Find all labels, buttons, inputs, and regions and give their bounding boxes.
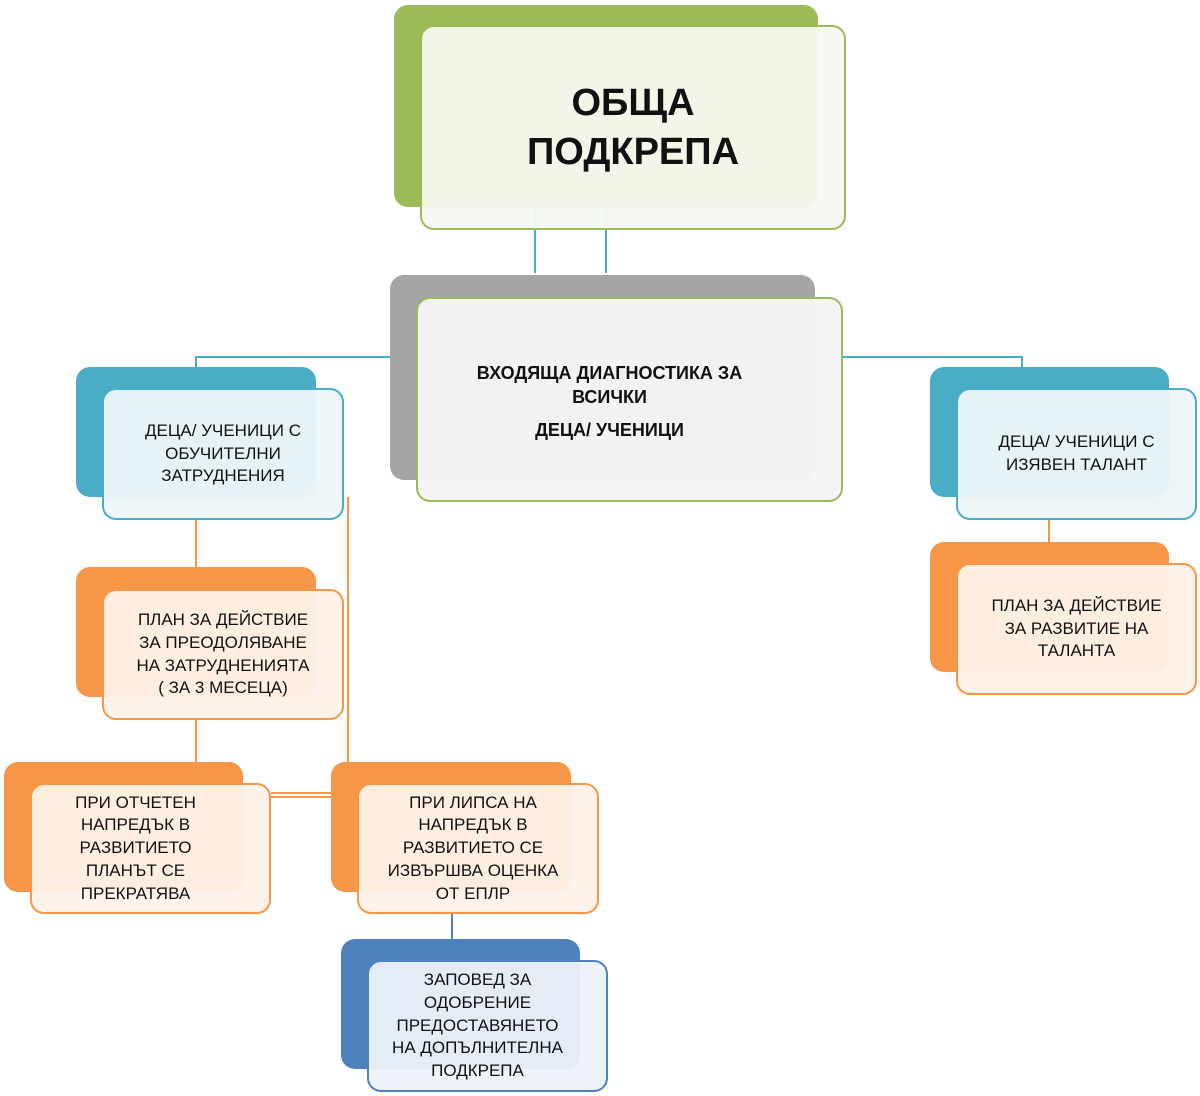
node-text: ПРЕДОСТАВЯНЕТО [396, 1015, 559, 1035]
node-text: ОБЩА [571, 81, 695, 124]
node-plan-difficulties: ПЛАН ЗА ДЕЙСТВИЕ ЗА ПРЕОДОЛЯВАНЕ НА ЗАТР… [102, 589, 344, 720]
node-diagnostics: ВХОДЯЩА ДИАГНОСТИКА ЗА ВСИЧКИ ДЕЦА/ УЧЕН… [416, 297, 843, 502]
node-text: РАЗВИТИЕТО [79, 838, 192, 858]
node-text: ПРИ ОТЧЕТЕН [75, 792, 196, 812]
node-no-progress: ПРИ ЛИПСА НА НАПРЕДЪК В РАЗВИТИЕТО СЕ ИЗ… [357, 783, 599, 914]
connector [195, 520, 197, 568]
node-text: ДЕЦА/ УЧЕНИЦИ С [145, 420, 301, 440]
connector [451, 914, 453, 940]
connector [271, 792, 331, 794]
node-text: ПРИ ЛИПСА НА [409, 792, 537, 812]
node-root: ОБЩА ПОДКРЕПА [420, 25, 846, 230]
node-order: ЗАПОВЕД ЗА ОДОБРЕНИЕ ПРЕДОСТАВЯНЕТО НА Д… [367, 960, 608, 1092]
node-difficulties: ДЕЦА/ УЧЕНИЦИ С ОБУЧИТЕЛНИ ЗАТРУДНЕНИЯ [102, 388, 344, 520]
node-text: НАПРЕДЪК В [418, 815, 528, 835]
node-text: ПОДКРЕПА [526, 130, 740, 173]
node-text: ЗА РАЗВИТИЕ НА [1004, 618, 1149, 638]
connector [195, 356, 391, 358]
node-text: ПЛАН ЗА ДЕЙСТВИЕ [991, 595, 1162, 615]
node-text: ПЛАНЪТ СЕ [85, 860, 186, 880]
node-text: ВСИЧКИ [572, 387, 647, 407]
node-text: ОБУЧИТЕЛНИ [165, 443, 281, 463]
connector [605, 207, 607, 273]
node-plan-talent: ПЛАН ЗА ДЕЙСТВИЕ ЗА РАЗВИТИЕ НА ТАЛАНТА [956, 563, 1197, 695]
node-talent: ДЕЦА/ УЧЕНИЦИ С ИЗЯВЕН ТАЛАНТ [956, 388, 1197, 520]
node-text: ОДОБРЕНИЕ [423, 992, 532, 1012]
node-text: ДЕЦА/ УЧЕНИЦИ С [998, 432, 1155, 452]
connector [1048, 520, 1050, 543]
node-text: НАПРЕДЪК В [80, 815, 191, 835]
node-text: ПОДКРЕПА [431, 1061, 524, 1081]
node-text: ДЕЦА/ УЧЕНИЦИ [535, 420, 684, 440]
connector [843, 356, 1023, 358]
connector [347, 497, 349, 763]
node-text: ИЗЯВЕН ТАЛАНТ [1006, 455, 1147, 474]
node-text: ЗАТРУДНЕНИЯ [161, 466, 285, 486]
connector [534, 207, 536, 273]
connector [271, 796, 331, 798]
connector [195, 720, 197, 763]
node-text: ЗАПОВЕД ЗА [423, 970, 532, 990]
connector [1021, 356, 1023, 368]
node-text: ( ЗА 3 МЕСЕЦА) [158, 678, 288, 698]
node-text: ВХОДЯЩА ДИАГНОСТИКА ЗА [476, 363, 743, 383]
node-text: НА ДОПЪЛНИТЕЛНА [392, 1038, 563, 1058]
node-text: ТАЛАНТА [1037, 641, 1116, 661]
node-progress: ПРИ ОТЧЕТЕН НАПРЕДЪК В РАЗВИТИЕТО ПЛАНЪТ… [30, 783, 271, 914]
connector [195, 356, 197, 368]
node-text: ИЗВЪРШВА ОЦЕНКА [387, 860, 559, 880]
node-text: ПРЕКРАТЯВА [80, 883, 191, 903]
node-text: ЗА ПРЕОДОЛЯВАНЕ [139, 632, 307, 652]
node-text: НА ЗАТРУДНЕНИЯТА [136, 655, 310, 675]
node-text: ПЛАН ЗА ДЕЙСТВИЕ [137, 610, 309, 630]
node-text: ОТ ЕПЛР [435, 883, 511, 903]
node-text: РАЗВИТИЕТО СЕ [402, 838, 544, 858]
